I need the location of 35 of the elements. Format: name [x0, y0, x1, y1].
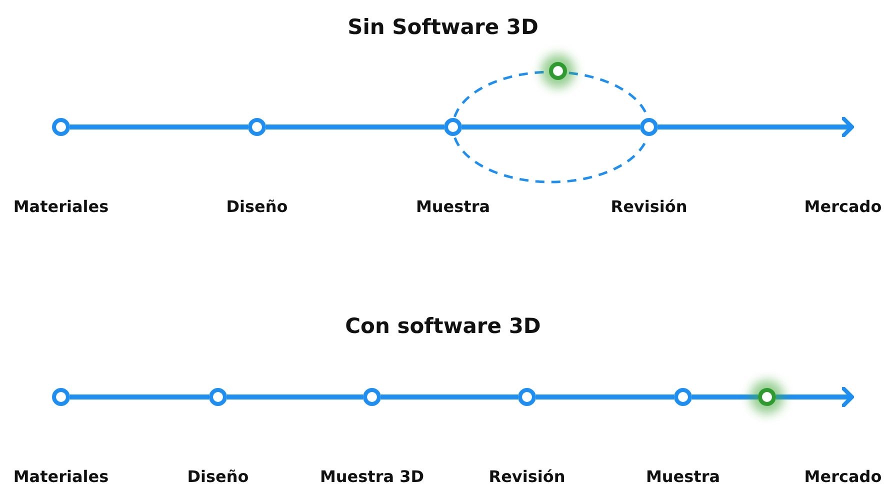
connector-line [536, 394, 674, 400]
arrow [658, 116, 854, 138]
section-title: Con software 3D [345, 313, 541, 339]
milestone-marker [363, 388, 381, 406]
milestone-label: Materiales [13, 197, 109, 217]
connector-line [266, 124, 444, 130]
milestone-label: Muestra [416, 197, 490, 217]
highlight-marker [549, 62, 567, 80]
connector-line [454, 137, 648, 184]
milestone-label: Diseño [226, 197, 288, 217]
connector-line [70, 394, 209, 400]
highlight-marker [758, 388, 776, 406]
milestone-marker [640, 118, 658, 136]
connector-line [692, 394, 758, 400]
milestone-marker [674, 388, 692, 406]
milestone-label: Materiales [13, 467, 109, 487]
milestone-label: Revisión [610, 197, 688, 217]
milestone-marker [52, 388, 70, 406]
milestone-label: Muestra [646, 467, 720, 487]
milestone-marker [444, 118, 462, 136]
milestone-marker [209, 388, 227, 406]
milestone-marker [52, 118, 70, 136]
milestone-label: Revisión [488, 467, 566, 487]
milestone-label: Muestra 3D [320, 467, 424, 487]
milestone-label: Mercado [804, 197, 882, 217]
connector-line [70, 124, 248, 130]
milestone-marker [248, 118, 266, 136]
milestone-label: Mercado [804, 467, 882, 487]
milestone-marker [518, 388, 536, 406]
connector-line [381, 394, 518, 400]
section-title: Sin Software 3D [348, 14, 538, 40]
arrow [776, 386, 854, 408]
connector-line [462, 124, 640, 130]
connector-line [227, 394, 363, 400]
milestone-label: Diseño [187, 467, 249, 487]
